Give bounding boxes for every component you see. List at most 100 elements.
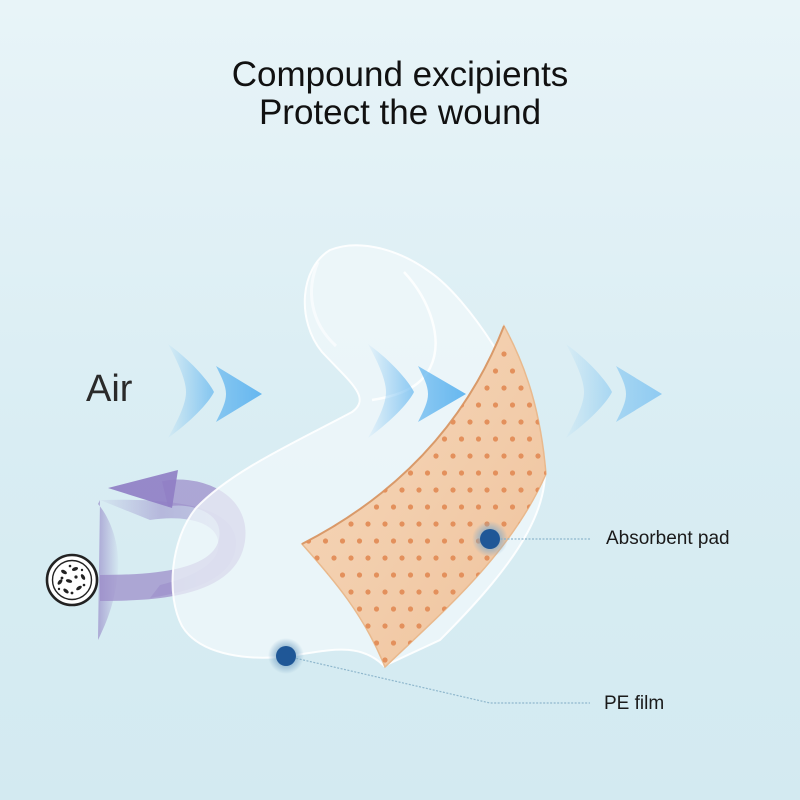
pad-dot — [544, 674, 549, 679]
pad-dot — [458, 640, 465, 646]
pad-dot — [305, 402, 312, 408]
pad-dot — [450, 487, 456, 493]
pad-dot — [450, 453, 456, 459]
pad-dot — [416, 623, 422, 629]
pad-dot — [509, 640, 516, 646]
pad-dot — [484, 487, 490, 493]
pad-dot — [390, 606, 397, 612]
pad-dot — [459, 674, 464, 679]
pad-dot — [390, 538, 397, 544]
pad-dot — [340, 674, 345, 679]
pad-dot — [314, 351, 320, 357]
pad-dot — [424, 606, 431, 612]
pad-dot — [535, 623, 541, 629]
pad-dot — [492, 402, 499, 408]
pad-dot — [484, 419, 490, 425]
pad-dot — [561, 436, 566, 441]
pad-dot — [501, 623, 507, 629]
pad-dot — [407, 538, 414, 544]
pad-dot — [501, 385, 507, 391]
pad-dot — [399, 623, 405, 629]
pad-dot — [552, 623, 557, 628]
pad-dot — [535, 657, 541, 663]
pad-dot — [441, 504, 448, 510]
pad-dot — [306, 674, 311, 679]
pad-dot — [382, 623, 388, 629]
pad-dot — [543, 402, 546, 408]
pad-dot — [407, 572, 414, 578]
pad-dot — [408, 674, 413, 679]
pad-dot — [314, 385, 320, 391]
pad-dot — [322, 368, 329, 374]
pad-dot — [441, 470, 448, 476]
pad-dot — [467, 657, 473, 663]
pad-dot — [382, 657, 388, 663]
title-line-1: Compound excipients — [231, 55, 569, 94]
pe-film-leader-line — [285, 655, 590, 704]
pad-dot — [441, 436, 448, 442]
pad-dot — [305, 368, 312, 374]
pad-dot — [373, 640, 380, 646]
pad-dot — [476, 674, 481, 679]
pad-dot — [501, 317, 506, 322]
pad-dot — [518, 453, 524, 459]
pad-dot — [492, 334, 499, 340]
pad-dot — [441, 640, 448, 646]
title-line-2: Protect the wound — [258, 93, 542, 132]
pad-dot — [518, 317, 523, 322]
pad-dot — [492, 436, 499, 442]
pad-dot — [475, 402, 482, 408]
pad-dot — [552, 419, 557, 424]
pad-dot — [561, 402, 566, 407]
pad-dot — [552, 351, 557, 356]
pad-dot — [543, 640, 546, 646]
pad-dot — [552, 453, 557, 458]
pad-dot — [442, 674, 447, 679]
pad-dot — [314, 419, 320, 425]
pad-dot — [416, 521, 422, 527]
pad-dot — [552, 657, 557, 662]
pad-dot — [561, 470, 566, 475]
pad-dot — [339, 538, 346, 544]
purple-tail-band — [98, 500, 119, 640]
pad-dot — [509, 402, 516, 408]
pad-dot — [399, 521, 405, 527]
pad-dot — [492, 606, 499, 612]
arrow-right-icon — [168, 344, 262, 438]
pad-dot — [373, 504, 380, 510]
pad-dot — [348, 589, 354, 595]
pad-dot — [416, 657, 422, 663]
pad-dot — [543, 334, 546, 340]
pad-dot — [450, 521, 456, 527]
pad-dot — [416, 589, 422, 595]
pad-dot — [302, 419, 303, 425]
pad-dot — [535, 521, 541, 527]
pad-dot — [493, 674, 498, 679]
pad-dot — [382, 589, 388, 595]
pad-dot — [518, 589, 524, 595]
pad-dot — [526, 368, 533, 374]
curved-arrow-icon — [108, 470, 178, 508]
pad-dot — [373, 572, 380, 578]
pad-dot — [390, 640, 397, 646]
pad-dot — [424, 470, 431, 476]
pad-dot — [561, 572, 566, 577]
pad-dot — [458, 538, 465, 544]
dot-marker-icon — [276, 646, 296, 666]
pad-dot — [492, 470, 499, 476]
pad-dot — [510, 674, 515, 679]
pad-dot — [475, 606, 482, 612]
pad-dot — [356, 572, 363, 578]
pad-dot — [467, 521, 473, 527]
pad-dot — [509, 606, 516, 612]
pad-dot — [331, 555, 337, 561]
pad-dot — [552, 385, 557, 390]
pad-dot — [373, 538, 380, 544]
pad-dot — [407, 470, 414, 476]
pad-dot — [357, 674, 362, 679]
pad-dot — [527, 674, 532, 679]
pad-dot — [543, 606, 546, 612]
pad-dot — [501, 521, 507, 527]
pad-dot — [484, 317, 489, 322]
